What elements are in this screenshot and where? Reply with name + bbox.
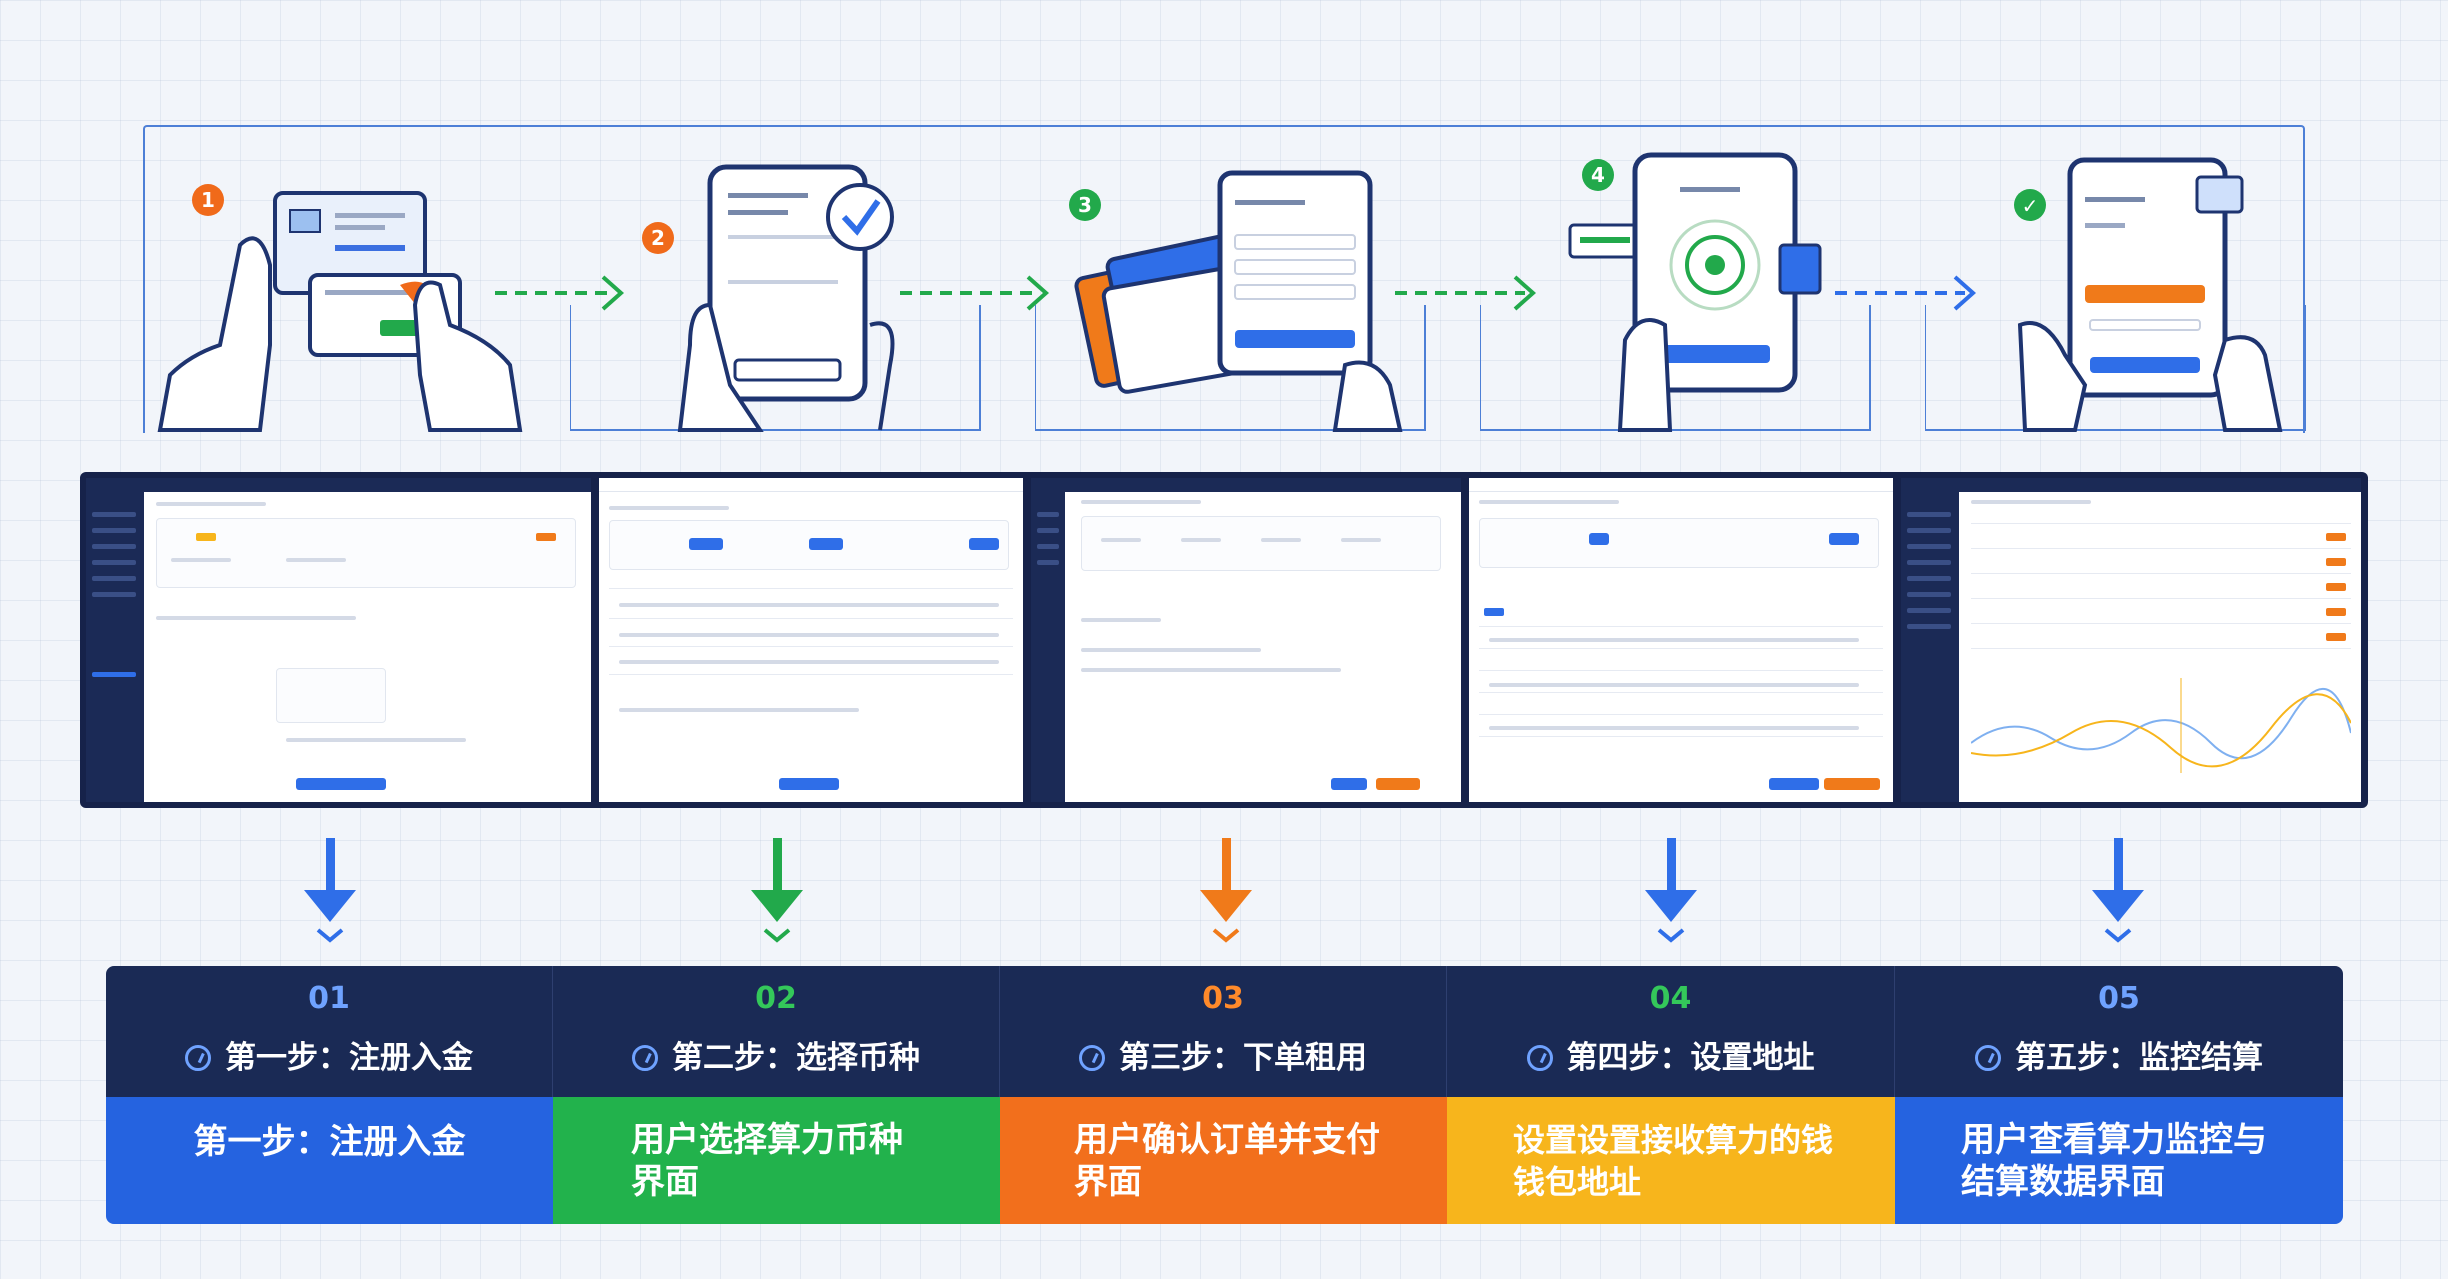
illustration-place-order: 3 bbox=[1034, 125, 1435, 435]
screenshot-register-deposit bbox=[86, 478, 591, 802]
step-5-title: 第五步：监控结算 bbox=[2015, 1040, 2263, 1076]
screenshot-set-address bbox=[1469, 478, 1893, 802]
step-1: 01 第一步：注册入金 第一步：注册入金 bbox=[106, 966, 553, 1224]
down-arrow-2 bbox=[747, 830, 807, 950]
step-4-icon bbox=[1526, 1045, 1553, 1071]
step-5-body: 用户查看算力监控与 结算数据界面 bbox=[1895, 1097, 2343, 1224]
screenshot-place-order bbox=[1031, 478, 1461, 802]
step-5-number: 05 bbox=[2098, 981, 2140, 1016]
step-4-number: 04 bbox=[1649, 981, 1692, 1016]
step-4-body: 设置设置接收算力的钱 钱包地址 bbox=[1447, 1097, 1895, 1224]
step-3-body: 用户确认订单并支付 界面 bbox=[1000, 1097, 1447, 1224]
screenshot-select-coin bbox=[599, 478, 1023, 802]
connector-arrow-3 bbox=[1395, 125, 1545, 435]
step-5-icon bbox=[1975, 1045, 2001, 1071]
screenshot-strip bbox=[80, 472, 2368, 808]
step-2-desc: 用户选择算力币种 界面 bbox=[631, 1120, 903, 1202]
down-arrow-4 bbox=[1641, 830, 1701, 950]
connector-arrow-1 bbox=[495, 125, 635, 435]
step-3-title: 第三步：下单租用 bbox=[1119, 1040, 1367, 1076]
svg-text:2: 2 bbox=[651, 226, 665, 250]
screenshot-monitor-settle bbox=[1901, 478, 2361, 802]
step-2: 02 第二步：选择币种 用户选择算力币种 界面 bbox=[553, 966, 1000, 1224]
step-1-body: 第一步：注册入金 bbox=[106, 1097, 553, 1224]
step-2-body: 用户选择算力币种 界面 bbox=[553, 1097, 1000, 1224]
step-3-icon bbox=[1079, 1045, 1105, 1071]
step-1-desc: 第一步：注册入金 bbox=[193, 1122, 466, 1162]
step-3-number: 03 bbox=[1202, 981, 1244, 1016]
step-3: 03 第三步：下单租用 用户确认订单并支付 界面 bbox=[1000, 966, 1447, 1224]
step-1-title: 第一步：注册入金 bbox=[225, 1040, 473, 1076]
connector-arrow-4 bbox=[1835, 125, 1985, 435]
steps-panel: 01 第一步：注册入金 第一步：注册入金 02 第二步：选择币种 用户选择算力币… bbox=[106, 966, 2343, 1224]
illustration-monitor-settle: ✓ bbox=[1924, 125, 2315, 435]
illustration-register-deposit: 1 bbox=[150, 125, 530, 435]
svg-text:1: 1 bbox=[201, 188, 215, 212]
illustration-frame bbox=[143, 125, 2305, 433]
down-arrow-1 bbox=[300, 830, 360, 950]
down-arrow-5 bbox=[2088, 830, 2148, 950]
step-2-number: 02 bbox=[755, 981, 797, 1016]
illustration-set-address: 4 bbox=[1479, 125, 1880, 435]
connector-arrow-2 bbox=[900, 125, 1060, 435]
step-2-title: 第二步：选择币种 bbox=[672, 1040, 920, 1076]
step-4: 04 第四步：设置地址 设置设置接收算力的钱 钱包地址 bbox=[1447, 966, 1895, 1224]
step-3-desc: 用户确认订单并支付 界面 bbox=[1074, 1120, 1380, 1202]
illustration-select-coin: 2 bbox=[569, 125, 990, 435]
svg-text:3: 3 bbox=[1078, 193, 1092, 217]
step-badge-3 bbox=[1069, 189, 1101, 221]
step-4-title: 第四步：设置地址 bbox=[1566, 1040, 1815, 1076]
step-5: 05 第五步：监控结算 用户查看算力监控与 结算数据界面 bbox=[1895, 966, 2343, 1224]
step-2-icon bbox=[632, 1045, 658, 1071]
down-arrow-3 bbox=[1196, 830, 1256, 950]
step-1-number: 01 bbox=[308, 981, 350, 1016]
step-badge-1 bbox=[192, 184, 224, 216]
step-badge-2 bbox=[642, 222, 674, 254]
step-1-icon bbox=[185, 1045, 211, 1071]
svg-text:✓: ✓ bbox=[2022, 194, 2039, 218]
step-4-desc: 设置设置接收算力的钱 钱包地址 bbox=[1513, 1121, 1834, 1201]
step-5-desc: 用户查看算力监控与 结算数据界面 bbox=[1961, 1120, 2267, 1202]
svg-text:4: 4 bbox=[1591, 163, 1605, 187]
step-badge-5 bbox=[2014, 189, 2046, 221]
step-badge-4 bbox=[1582, 159, 1614, 191]
